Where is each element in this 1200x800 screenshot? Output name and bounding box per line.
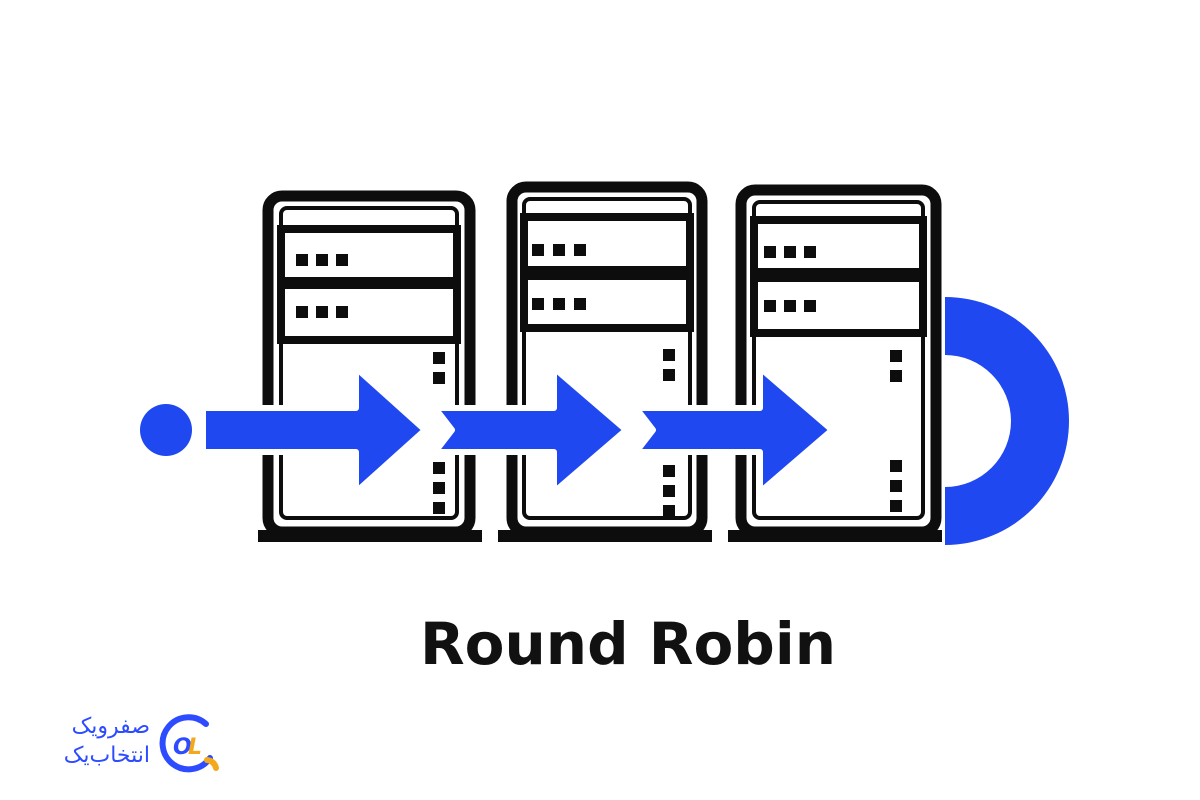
- server-1: [258, 190, 482, 542]
- diagram-title: Round Robin: [420, 610, 836, 678]
- loop-arc-icon: [945, 297, 1069, 545]
- brand-name-line-2: انتخاب‌یک: [63, 743, 150, 768]
- server-2: [498, 181, 712, 542]
- arrow-icon-1: [200, 365, 428, 495]
- brand-name: صفرویک انتخاب‌یک: [28, 712, 150, 770]
- svg-text:L: L: [188, 735, 202, 760]
- arrow-icon-2: [432, 365, 629, 495]
- brand-logo-block: صفرویک انتخاب‌یک O L: [28, 712, 224, 778]
- brand-name-line-1: صفرویک: [71, 714, 150, 739]
- brand-logo-icon: O L: [159, 714, 219, 773]
- svg-text:O: O: [173, 735, 192, 760]
- source-dot-icon: [140, 404, 192, 456]
- round-robin-diagram: [140, 181, 1069, 545]
- arrow-icon-3: [633, 365, 835, 495]
